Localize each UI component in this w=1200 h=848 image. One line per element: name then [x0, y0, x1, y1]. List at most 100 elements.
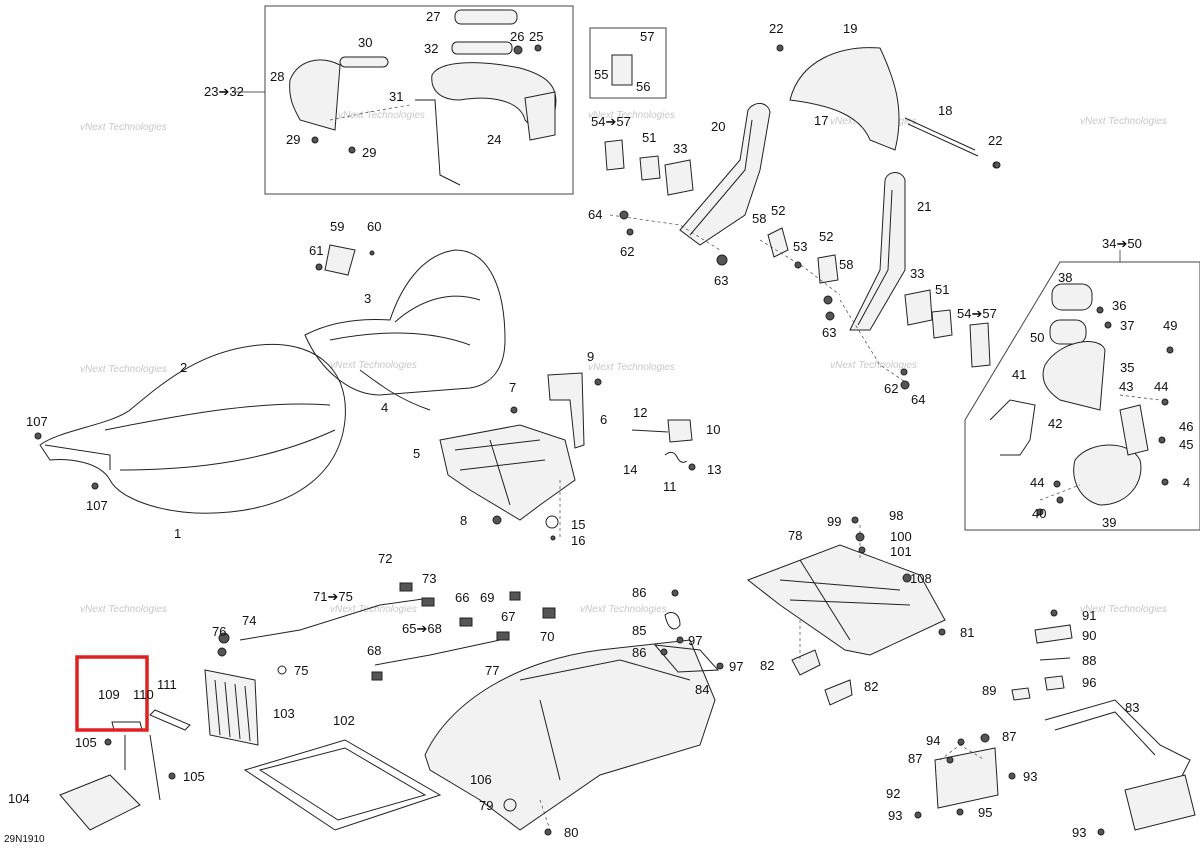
backrest-pad-19 [789, 47, 900, 151]
watermark: vNext Technologies [330, 604, 417, 615]
callout-38: 38 [1058, 270, 1072, 285]
callout-99: 99 [827, 514, 841, 529]
callout-22b: 22 [988, 133, 1002, 148]
watermark: vNext Technologies [330, 360, 417, 371]
callout-16: 16 [571, 533, 585, 548]
fasteners [34, 44, 1174, 836]
callout-89: 89 [982, 683, 996, 698]
callout-63a: 63 [714, 273, 728, 288]
callout-29b: 29 [362, 145, 376, 160]
callout-97b: 97 [729, 659, 743, 674]
armrest-24 [431, 62, 557, 141]
callout-77: 77 [485, 663, 499, 678]
callout-22a: 22 [769, 21, 783, 36]
figure-code: 29N1910 [4, 834, 45, 845]
callout-54-57b: 54➔57 [957, 306, 997, 321]
callout-36: 36 [1112, 298, 1126, 313]
rod-18 [904, 117, 1000, 169]
callout-69: 69 [480, 590, 494, 605]
seat-4 [359, 369, 431, 411]
callout-73: 73 [422, 571, 436, 586]
callout-57: 57 [640, 29, 654, 44]
callout-105b: 105 [183, 769, 205, 784]
callout-71-75: 71➔75 [313, 589, 353, 604]
callout-7: 7 [509, 380, 516, 395]
group-box-54-57 [589, 27, 667, 99]
strap-105 [124, 734, 161, 801]
callout-79: 79 [479, 798, 493, 813]
callout-101: 101 [890, 544, 912, 559]
callout-20: 20 [711, 119, 725, 134]
callout-9: 9 [587, 349, 594, 364]
callout-32: 32 [424, 41, 438, 56]
callout-66: 66 [455, 590, 469, 605]
callout-102: 102 [333, 713, 355, 728]
callout-3: 3 [364, 291, 371, 306]
callout-42: 42 [1048, 416, 1062, 431]
callout-93b: 93 [888, 808, 902, 823]
callout-34-50: 34➔50 [1102, 236, 1142, 251]
callout-24: 24 [487, 132, 501, 147]
panel-33-51 [604, 139, 991, 368]
callout-labels: 1 2 3 4 4 5 6 7 8 9 10 11 12 13 14 15 16… [8, 9, 1193, 840]
seat-1 [39, 343, 346, 514]
callout-83: 83 [1125, 700, 1139, 715]
callout-62a: 62 [620, 244, 634, 259]
harness-71-75 [217, 582, 435, 657]
callout-62b: 62 [884, 381, 898, 396]
callout-23-32: 23➔32 [204, 84, 244, 99]
callout-63b: 63 [822, 325, 836, 340]
callout-91: 91 [1082, 608, 1096, 623]
seat-backrest-3 [304, 249, 506, 396]
callout-39: 39 [1102, 515, 1116, 530]
watermark: vNext Technologies [580, 604, 667, 615]
callout-85: 85 [632, 623, 646, 638]
latch-10 [631, 419, 693, 463]
callout-13: 13 [707, 462, 721, 477]
bracket-84 [653, 612, 720, 673]
callout-107b: 107 [86, 498, 108, 513]
callout-82a: 82 [760, 658, 774, 673]
tray-77 [424, 639, 716, 831]
plate-55 [611, 54, 633, 86]
callout-33b: 33 [910, 266, 924, 281]
strips-109-111 [111, 709, 191, 731]
callout-93a: 93 [1023, 769, 1037, 784]
rack-78 [746, 544, 946, 656]
callout-88: 88 [1082, 653, 1096, 668]
watermark: vNext Technologies [588, 110, 675, 121]
callout-70: 70 [540, 629, 554, 644]
callout-54-57a: 54➔57 [591, 114, 631, 129]
callout-12: 12 [633, 405, 647, 420]
callout-95: 95 [978, 805, 992, 820]
callout-58a: 58 [752, 211, 766, 226]
callout-6: 6 [600, 412, 607, 427]
callout-87b: 87 [1002, 729, 1016, 744]
callout-59: 59 [330, 219, 344, 234]
callout-111: 111 [157, 677, 177, 692]
watermark: vNext Technologies [80, 604, 167, 615]
callout-94: 94 [926, 733, 940, 748]
watermark: vNext Technologies [830, 360, 917, 371]
cover-103 [204, 669, 259, 746]
callout-86a: 86 [632, 585, 646, 600]
callout-17: 17 [814, 113, 828, 128]
callout-81: 81 [960, 625, 974, 640]
bracket-59 [324, 244, 356, 276]
callout-75: 75 [294, 663, 308, 678]
callout-110: 110 [133, 687, 154, 702]
backrest-frame-21 [849, 172, 906, 331]
watermark: vNext Technologies [80, 122, 167, 133]
watermark: vNext Technologies [1080, 604, 1167, 615]
group-box-23-32 [264, 5, 574, 195]
callout-60: 60 [367, 219, 381, 234]
callout-87a: 87 [908, 751, 922, 766]
parts-88-96 [1011, 624, 1073, 701]
seat-base-5 [439, 424, 576, 521]
callout-55: 55 [594, 67, 608, 82]
clips-82 [791, 649, 853, 706]
rack-83 [1044, 699, 1196, 831]
callout-10: 10 [706, 422, 720, 437]
callout-68: 68 [367, 643, 381, 658]
